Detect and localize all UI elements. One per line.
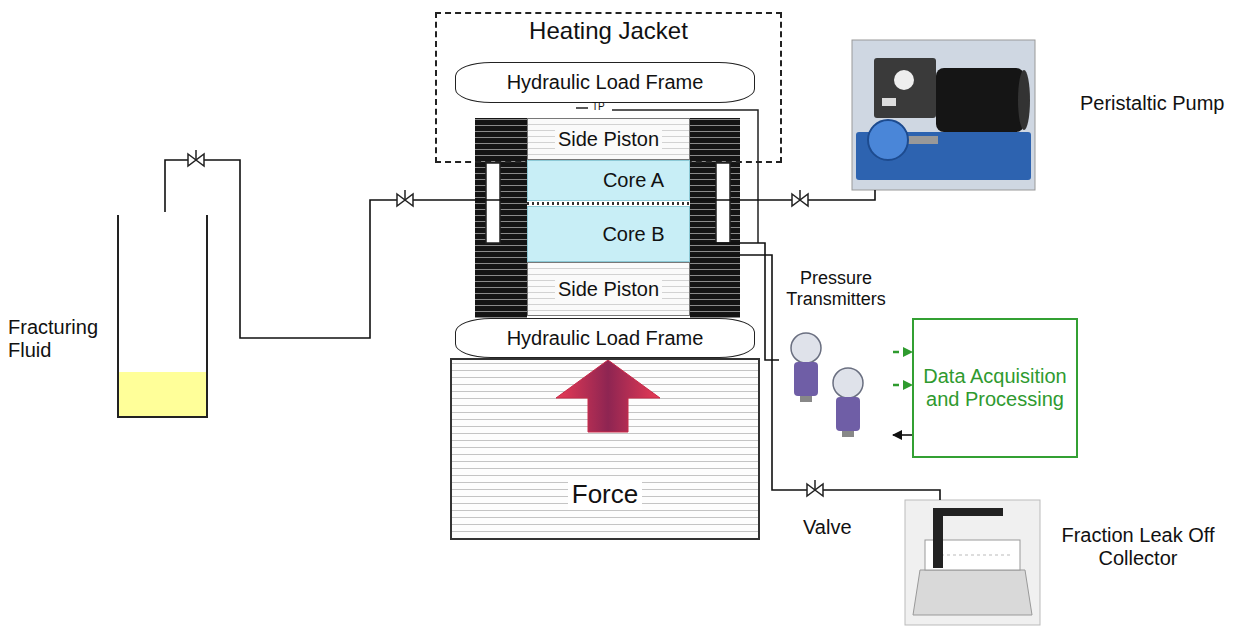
daq-box: Data Acquisition and Processing [912,318,1078,458]
flow-line [690,255,940,500]
valve-symbol [188,150,204,166]
node-label: Fracturing Fluid [8,316,108,362]
node-label: Side Piston [555,128,662,151]
valve-symbol [807,480,823,496]
pressure-transmitters: Pressure Transmitters [779,268,893,450]
flow-line [165,160,527,338]
part-label: Valve [803,516,852,539]
node-label: Pressure Transmitters [779,268,893,309]
side-piston: Side Piston [527,262,690,316]
node-label: Peristaltic Pump [1080,92,1240,115]
fluid-beaker: Fracturing Fluid [8,212,208,417]
load-frame: Hydraulic Load Frame [455,62,755,103]
label-holder: Valve [803,516,852,539]
node-label: Data Acquisition and Processing [918,365,1072,411]
force-block: Force [450,358,760,540]
collector-photo: Fraction Leak Off Collector [905,500,1040,625]
node-label: Hydraulic Load Frame [507,71,704,94]
node-label: Hydraulic Load Frame [507,327,704,350]
load-frame: Hydraulic Load Frame [455,318,755,358]
valve-symbol [397,190,413,206]
node-label: Side Piston [555,278,662,301]
signal-arrow [893,384,912,387]
force-block [450,358,760,540]
core-sample: Core A [527,160,690,201]
core-sample: Core B [527,206,690,262]
heating-jacket: Hydraulic Load FrameSide Piston Heating J… [435,12,782,163]
valve-symbol [792,190,808,206]
pump-photo [852,40,1035,190]
beaker [118,215,207,417]
pump-photo: Peristaltic Pump [852,40,1035,190]
flow-line [690,190,875,200]
cell-housing [475,118,740,318]
node-label: Fraction Leak Off Collector [1052,524,1224,570]
fracture-line [527,202,690,205]
signal-arrow [893,351,912,354]
label-holder: TP [592,101,605,113]
part-label: TP [592,101,605,113]
collector-photo [905,500,1040,625]
node-label: Core A [603,169,664,192]
pressure-transmitter-icons [791,333,863,437]
node-label: Force [568,480,642,510]
node-label: Heating Jacket [529,17,688,45]
node-label: Core B [602,223,664,246]
flow-line [893,434,912,436]
side-piston: Side Piston [527,118,690,160]
